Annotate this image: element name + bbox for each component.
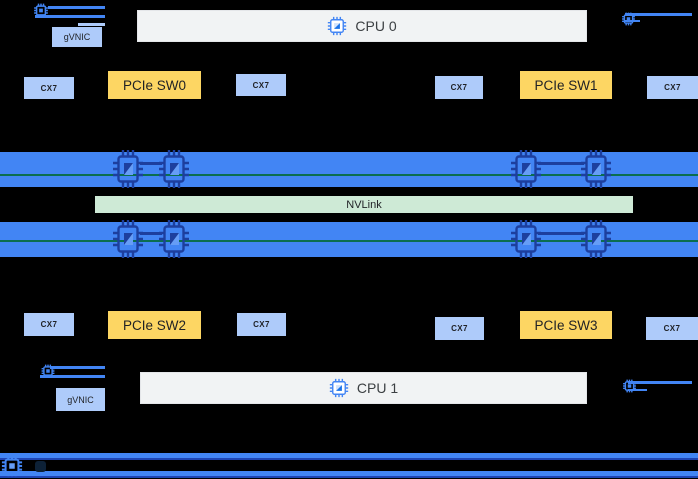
gpu-chip-icon bbox=[581, 150, 611, 188]
cx7-box: CX7 bbox=[24, 77, 74, 99]
link-line bbox=[625, 13, 692, 16]
network-line-edge bbox=[0, 476, 698, 478]
pcie-switch-box: PCIe SW0 bbox=[108, 71, 201, 99]
link-line bbox=[48, 6, 105, 9]
nvlink-line bbox=[0, 174, 698, 176]
cx7-label: CX7 bbox=[451, 324, 468, 333]
network-line bbox=[0, 471, 698, 476]
cx7-box: CX7 bbox=[435, 76, 483, 99]
link-line bbox=[628, 381, 692, 384]
cx7-label: CX7 bbox=[40, 83, 58, 93]
gpu-chip-icon bbox=[581, 220, 611, 258]
cpu-chip-icon bbox=[328, 16, 347, 36]
cx7-box: CX7 bbox=[24, 313, 74, 336]
cpu1-label: CPU 1 bbox=[356, 380, 399, 396]
cx7-box: CX7 bbox=[236, 74, 286, 96]
link-line bbox=[35, 15, 105, 18]
cx7-box: CX7 bbox=[646, 317, 698, 340]
cx7-label: CX7 bbox=[252, 80, 270, 90]
nic-chip-icon bbox=[622, 12, 635, 26]
gpu-connector-line bbox=[538, 232, 584, 235]
network-line-edge bbox=[0, 458, 698, 460]
cx7-label: CX7 bbox=[663, 324, 681, 333]
link-line bbox=[40, 375, 105, 378]
link-line bbox=[628, 389, 647, 391]
gpu-connector-line bbox=[140, 232, 162, 235]
nvlink-bar: NVLink bbox=[95, 196, 633, 213]
cx7-label: CX7 bbox=[450, 83, 468, 92]
pcie-switch-label: PCIe SW2 bbox=[122, 317, 187, 333]
network-line bbox=[0, 453, 698, 458]
pcie-switch-box: PCIe SW2 bbox=[108, 311, 201, 339]
cx7-label: CX7 bbox=[664, 83, 681, 92]
cpu0-box: CPU 0 bbox=[137, 10, 587, 42]
gpu-connector-line bbox=[538, 162, 584, 165]
gvnic-box-bottom: gVNIC bbox=[56, 388, 105, 411]
network-chip-icon bbox=[1, 455, 23, 477]
cx7-label: CX7 bbox=[253, 320, 270, 329]
link-line bbox=[50, 366, 105, 369]
nvlink-line bbox=[0, 240, 698, 242]
cx7-box: CX7 bbox=[237, 313, 286, 336]
gpu-chip-icon bbox=[113, 150, 143, 188]
gvnic-label: gVNIC bbox=[67, 394, 94, 405]
pcie-switch-box: PCIe SW1 bbox=[520, 71, 612, 99]
link-line bbox=[625, 20, 640, 22]
cpu-chip-icon bbox=[329, 378, 349, 398]
cx7-box: CX7 bbox=[435, 317, 484, 340]
pcie-switch-label: PCIe SW0 bbox=[122, 77, 187, 93]
nvlink-label: NVLink bbox=[346, 198, 382, 211]
gpu-connector-line bbox=[140, 162, 162, 165]
gpu-chip-icon bbox=[159, 150, 189, 188]
pcie-switch-box: PCIe SW3 bbox=[520, 311, 612, 339]
cpu1-box: CPU 1 bbox=[140, 372, 587, 404]
link-line bbox=[78, 23, 105, 26]
cpu0-label: CPU 0 bbox=[355, 18, 397, 34]
pcie-switch-label: PCIe SW3 bbox=[534, 317, 598, 333]
cx7-label: CX7 bbox=[40, 320, 58, 329]
gpu-chip-icon bbox=[511, 150, 541, 188]
gpu-chip-icon bbox=[113, 220, 143, 258]
bottom-label-mark bbox=[35, 461, 46, 472]
cx7-box: CX7 bbox=[647, 76, 698, 99]
pcie-switch-label: PCIe SW1 bbox=[534, 77, 598, 93]
gvnic-box-top: gVNIC bbox=[52, 27, 102, 47]
gvnic-label: gVNIC bbox=[63, 32, 91, 42]
gpu-chip-icon bbox=[159, 220, 189, 258]
gpu-chip-icon bbox=[511, 220, 541, 258]
